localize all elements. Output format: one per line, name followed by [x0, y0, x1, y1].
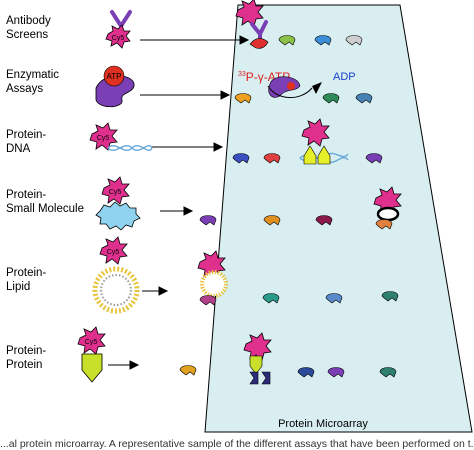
arrayed-protein-spot [379, 367, 397, 378]
arrayed-protein-spot [297, 367, 315, 378]
arrayed-proteins [179, 35, 399, 378]
arrayed-protein-spot [327, 367, 345, 378]
lipid-vesicle-probe-icon: Cy5 [92, 236, 140, 314]
substrate-mass-number: 33 [238, 71, 246, 78]
assay-label-protein-lipid: Protein- Lipid [6, 267, 47, 293]
arrayed-protein-spot [263, 215, 281, 226]
arrow-antibody [140, 35, 250, 45]
figure-caption: ...al protein microarray. A representati… [0, 438, 474, 450]
arrayed-protein-spot [355, 93, 373, 104]
bound-lipid-complex [197, 250, 228, 298]
arrayed-protein-spot [345, 35, 363, 46]
adp-label: ADP [333, 71, 356, 83]
small-molecule-probe-cy5-label: Cy5 [109, 189, 122, 196]
arrayed-protein-spot [278, 35, 296, 46]
arrayed-protein-spot [179, 365, 197, 376]
lipid-probe-cy5-label: Cy5 [107, 249, 120, 256]
antibody-probe-cy5-label: Cy5 [112, 35, 125, 42]
arrayed-protein-spot [315, 215, 333, 226]
dna-probe-icon: Cy5 [89, 122, 153, 151]
arrayed-protein-spot [325, 293, 343, 304]
assay-label-enzymatic-assays: Enzymatic Assays [6, 69, 60, 95]
diagram-canvas: Cy5 ATP Cy5 Cy5 Cy5 [77, 0, 473, 433]
assay-label-protein-small-molecule: Protein- Small Molecule [6, 189, 84, 215]
assay-label-antibody-screens: Antibody Screens [6, 15, 51, 41]
bound-protein-protein-complex [243, 332, 272, 385]
arrow-protein-dna [152, 142, 224, 152]
bound-dna-complex [299, 118, 349, 165]
small-molecule-probe-icon: Cy5 [95, 176, 141, 231]
arrayed-protein-spot [232, 153, 250, 164]
bound-small-molecule-complex [373, 186, 402, 222]
arrow-small-molecule [160, 206, 194, 216]
arrayed-protein-spot [262, 293, 280, 304]
arrow-protein-lipid [142, 286, 169, 296]
arrayed-protein-spot [375, 219, 393, 230]
arrayed-protein-spot [365, 153, 383, 164]
dna-probe-cy5-label: Cy5 [97, 135, 110, 142]
microarray-label: Protein Microarray [278, 418, 368, 430]
arrow-enzymatic [140, 90, 231, 100]
arrayed-protein-spot [381, 291, 399, 302]
assay-label-protein-dna: Protein- DNA [6, 129, 47, 155]
enzymatic-reaction: 33P-γ-ATP ADP [238, 70, 356, 98]
arrayed-protein-spot [263, 153, 281, 164]
arrayed-protein-spot [322, 93, 340, 104]
antibody-probe-icon: Cy5 [105, 10, 132, 49]
protein-protein-probe-icon: Cy5 [77, 326, 106, 383]
enzyme-probe-atp-label: ATP [107, 72, 122, 81]
arrayed-protein-spot [234, 93, 252, 104]
arrayed-protein-spot [314, 35, 332, 46]
arrayed-protein-spot [199, 295, 217, 306]
assay-label-protein-protein: Protein- Protein [6, 345, 47, 371]
arrow-protein-protein [108, 360, 140, 370]
assay-arrows [108, 35, 250, 370]
bound-antibody-complex [235, 0, 269, 49]
protein-protein-probe-cy5-label: Cy5 [85, 339, 98, 346]
arrayed-protein-spot [199, 215, 217, 226]
enzyme-atp-probe-icon: ATP [95, 65, 135, 108]
